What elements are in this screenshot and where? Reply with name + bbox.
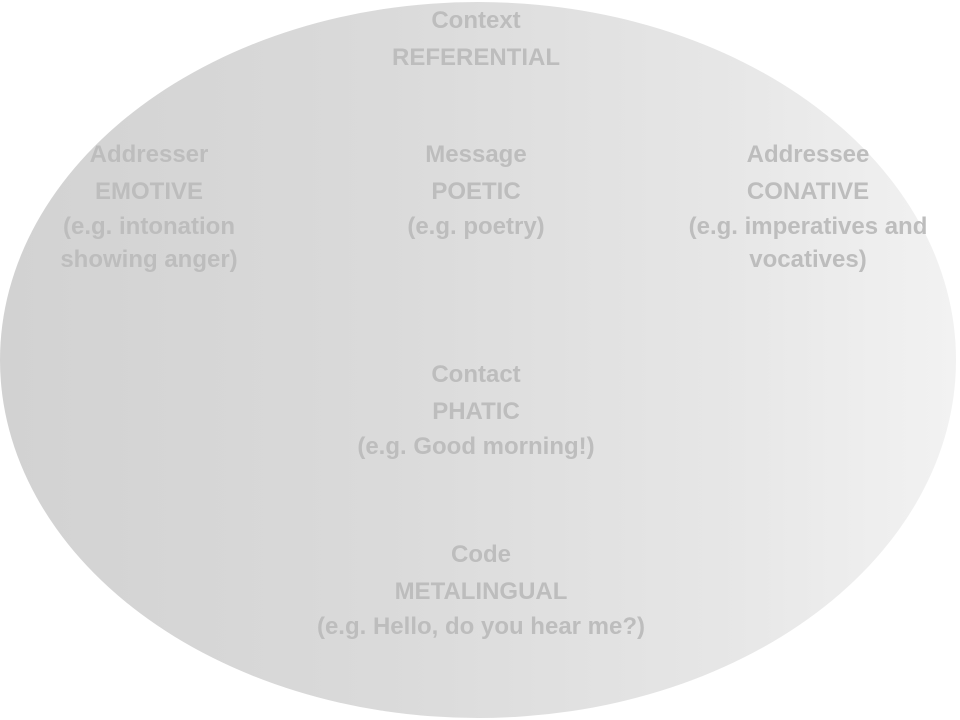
code-function: METALINGUAL — [394, 578, 568, 605]
addresser-node: Addresser EMOTIVE (e.g. intonation showi… — [19, 136, 279, 276]
code-node: Code METALINGUAL (e.g. Hello, do you hea… — [271, 536, 691, 643]
addressee-function: CONATIVE — [746, 178, 870, 205]
context-function: REFERENTIAL — [392, 44, 560, 71]
contact-label: Contact — [431, 361, 521, 388]
message-node: Message POETIC (e.g. poetry) — [346, 136, 606, 243]
code-example: (e.g. Hello, do you hear me?) — [316, 613, 646, 640]
message-function: POETIC — [431, 178, 521, 205]
contact-function: PHATIC — [432, 398, 520, 425]
context-node: Context REFERENTIAL — [326, 2, 626, 76]
addressee-node: Addressee CONATIVE (e.g. imperatives and… — [663, 136, 953, 276]
addresser-function: EMOTIVE — [94, 178, 203, 205]
addresser-label: Addresser — [89, 141, 209, 168]
addressee-label: Addressee — [746, 141, 870, 168]
addresser-example-line2: showing anger) — [60, 246, 238, 273]
contact-node: Contact PHATIC (e.g. Good morning!) — [296, 356, 656, 463]
addressee-example-line1: (e.g. imperatives and — [688, 213, 928, 240]
message-label: Message — [425, 141, 527, 168]
addressee-example-line2: vocatives) — [749, 246, 867, 273]
addresser-example-line1: (e.g. intonation — [63, 213, 235, 240]
contact-example: (e.g. Good morning!) — [357, 433, 595, 460]
message-example: (e.g. poetry) — [407, 213, 545, 240]
context-label: Context — [431, 7, 521, 34]
code-label: Code — [451, 541, 511, 568]
